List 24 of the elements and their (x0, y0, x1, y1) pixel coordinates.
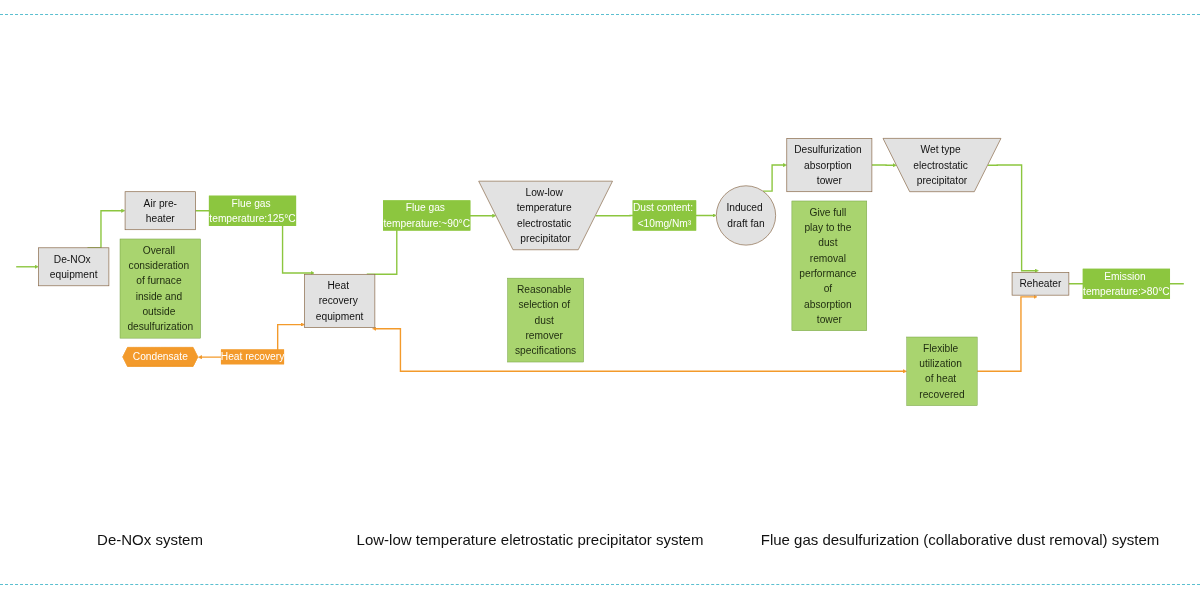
edge-label: Flue gas temperature:125°C (209, 197, 296, 225)
edge-label: Flue gas temperature:~90°C (383, 202, 471, 229)
node-box: Air pre-heater (124, 191, 196, 231)
arrow (987, 164, 1039, 273)
edge-label: Dust content: <10mg/Nm³ (632, 202, 694, 229)
node-box: De-NOx equipment (38, 247, 110, 287)
node-box: Reheater (1011, 272, 1070, 296)
node-box: Give full play to the dust removal performance of absorption tower (791, 200, 867, 331)
node-box: Desulfurization absorption tower (786, 138, 873, 193)
node-box: Reasonable selection of dust remover specifications (507, 277, 584, 363)
section-label: Low-low temperature eletrostatic precipitator system (355, 530, 705, 549)
edge-label: Heat recovery (220, 351, 285, 363)
arrow (15, 264, 39, 269)
arrow (871, 163, 897, 168)
edge-label: Emission temperature:>80°C (1083, 270, 1170, 298)
node-circle: Induced draft fan (715, 185, 776, 246)
arrow (976, 294, 1038, 372)
section-label: Flue gas desulfurization (collaborative dust removal) system (759, 530, 1161, 549)
node-box: Overall consideration of furnace inside and outside desulfurization (119, 238, 201, 339)
arrow (372, 326, 907, 374)
arrow (762, 163, 787, 192)
section-label: De-NOx system (96, 530, 204, 549)
node-box: Flexible utilization of heat recovered (906, 336, 978, 406)
node-box: Heat recovery equipment (304, 273, 376, 328)
